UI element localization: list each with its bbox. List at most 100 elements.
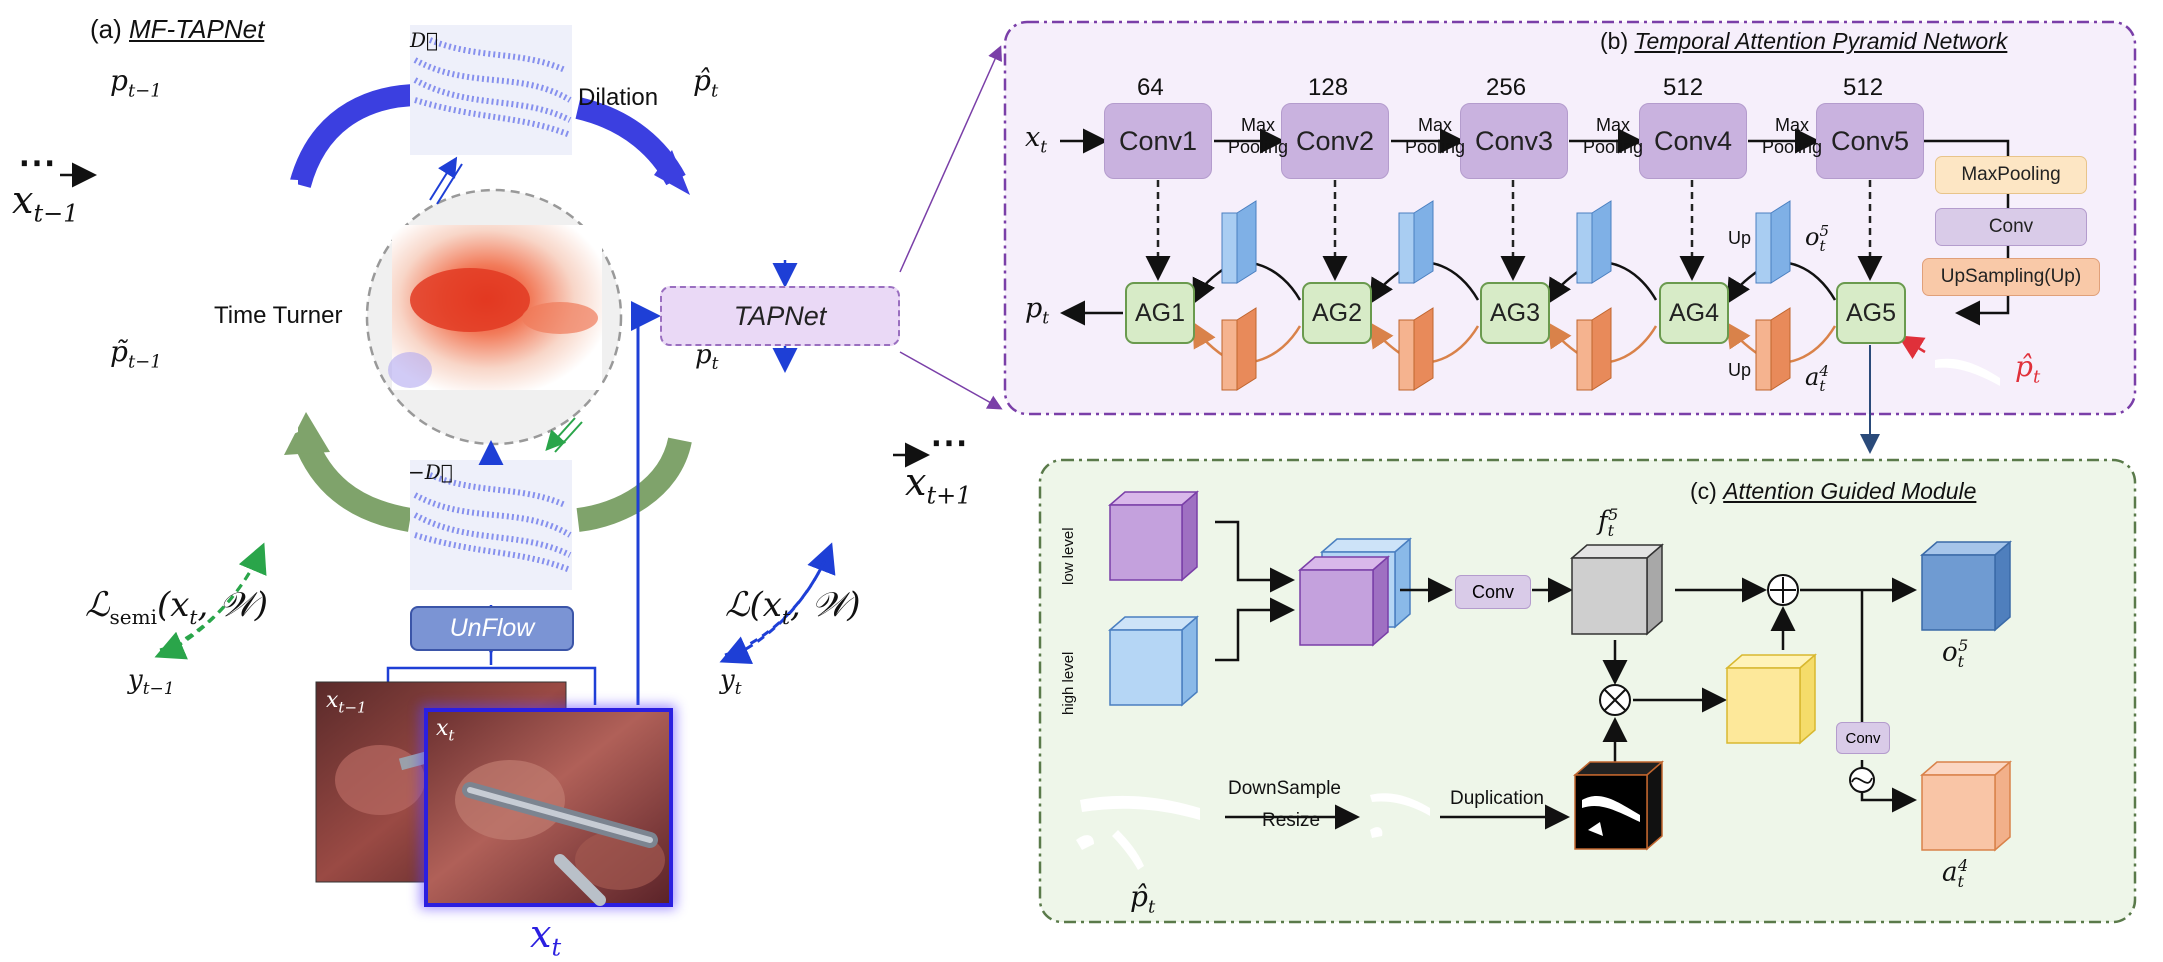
label-y-prev: yt−1 (128, 665, 175, 700)
ag5-block: AG5 (1836, 282, 1906, 344)
label-d-vec: D⃗ (410, 28, 439, 52)
sigmoid-glyph (1851, 777, 1873, 784)
label-neg-d-vec: −D⃗ (408, 460, 453, 484)
concat-cube (1297, 537, 1413, 647)
xt-to-tapnet-line (631, 301, 661, 705)
instrument-shaft (467, 787, 653, 843)
panel-b-output: pt (1025, 293, 1050, 329)
panel-c-frame (1038, 458, 2137, 924)
photo-label-prev: xt−1 (326, 688, 367, 717)
o-feature-map (1755, 200, 1791, 284)
panel-c-title: (c) Attention Guided Module (1690, 478, 1977, 504)
o-path (1192, 266, 1226, 305)
ag1-block: AG1 (1125, 282, 1195, 344)
label-p-tilde-prev: p̃t−1 (110, 335, 162, 373)
semi-loss-arrow (154, 547, 264, 660)
a-path (1192, 321, 1226, 359)
blue-curve-left (289, 84, 421, 189)
conv3-block: Conv3 (1460, 103, 1568, 179)
high-level-label: high level (1060, 651, 1077, 715)
time-turner-label: Time Turner (214, 302, 343, 329)
downsample-label: DownSample (1228, 778, 1341, 799)
arrow (554, 421, 583, 453)
flow-blob (388, 352, 432, 388)
legend-maxpooling: MaxPooling (1935, 156, 2087, 194)
photo-label-cur: xt (436, 716, 455, 745)
phat-label-b: p̂t (2015, 350, 2041, 388)
a-label-b: at4 (1805, 362, 1829, 395)
conv2-channels: 128 (1308, 74, 1349, 101)
green-curve-arrowhead (284, 412, 330, 455)
ag3-block: AG3 (1480, 282, 1550, 344)
legend-upsampling: UpSampling(Up) (1922, 258, 2100, 296)
f-feature-cube (1569, 543, 1665, 636)
arrow (1897, 335, 1926, 360)
o-label-c: ot5 (1942, 636, 1969, 671)
ag4-block: AG4 (1659, 282, 1729, 344)
a-feature-map (1576, 307, 1612, 391)
o-feature-map (1221, 200, 1257, 284)
mask-shapes (108, 162, 2000, 884)
up-label-top: Up (1728, 228, 1752, 248)
tapnet-box: TAPNet (660, 286, 900, 346)
o-feature-map (1576, 200, 1612, 284)
conv1-channels: 64 (1137, 74, 1164, 101)
arrow (436, 163, 463, 205)
green-curve-left (293, 435, 413, 532)
legend-conv: Conv (1935, 208, 2087, 246)
conv1-block: Conv1 (1104, 103, 1212, 179)
conv5-block: Conv5 (1816, 103, 1924, 179)
duplicated-mask-cube (1572, 760, 1665, 851)
label-p-hat-t: p̂t (693, 64, 719, 102)
low-level-cube (1107, 490, 1200, 582)
up-label-bottom: Up (1728, 360, 1752, 380)
flow-blob (522, 302, 598, 334)
x-next-dots: ⋯ (930, 422, 968, 464)
panel-b-title: (b) Temporal Attention Pyramid Network (1600, 28, 2008, 54)
blue-curve-arrowhead (654, 150, 690, 195)
arrow (1215, 520, 1295, 593)
conv4-channels: 512 (1663, 74, 1704, 101)
loss-label: ℒ(xt, 𝒲) (725, 585, 861, 629)
zoom-line (899, 45, 1002, 273)
o-output-cube (1919, 540, 2013, 632)
low-level-label: low level (1060, 527, 1077, 585)
label-y-t: yt (720, 665, 742, 700)
dilation-label: Dilation (578, 84, 659, 111)
a-feature-map (1755, 307, 1791, 391)
attention-cube (1724, 653, 1818, 745)
zoom-line (899, 351, 1003, 410)
arrow (429, 156, 458, 201)
loss-semi-label: ℒsemi(xt, 𝒲) (85, 585, 268, 629)
arrow (545, 417, 576, 451)
conv4-block: Conv4 (1639, 103, 1747, 179)
green-curve-right (576, 437, 692, 532)
x-prev-dots: ⋯ (18, 142, 56, 184)
panel-a-title: (a) MF-TAPNet (90, 14, 265, 44)
label-x-prev: xt−1 (12, 178, 79, 228)
times-glyph (1604, 689, 1626, 711)
conv-box-c-small: Conv (1836, 722, 1890, 754)
flow-blob (410, 268, 530, 332)
duplication-label: Duplication (1450, 788, 1544, 809)
a-label-c: at4 (1942, 856, 1969, 891)
a-feature-map (1398, 307, 1434, 391)
label-p-prev: pt−1 (110, 64, 162, 102)
conv-box-c: Conv (1455, 575, 1531, 609)
conv2-block: Conv2 (1281, 103, 1389, 179)
o-feature-map (1398, 200, 1434, 284)
displacement-field-d (410, 25, 572, 155)
loss-arrow (719, 547, 832, 664)
ag2-block: AG2 (1302, 282, 1372, 344)
displacement-field-neg-d (410, 460, 572, 590)
phat-label-c: p̂t (1130, 880, 1156, 918)
label-p-t: pt (695, 340, 719, 375)
label-x-next: xt+1 (905, 460, 972, 510)
unflow-box: UnFlow (410, 606, 574, 651)
a-output-cube (1919, 760, 2013, 852)
resize-label: Resize (1262, 810, 1321, 831)
conv3-channels: 256 (1486, 74, 1527, 101)
conv5-channels: 512 (1843, 74, 1884, 101)
